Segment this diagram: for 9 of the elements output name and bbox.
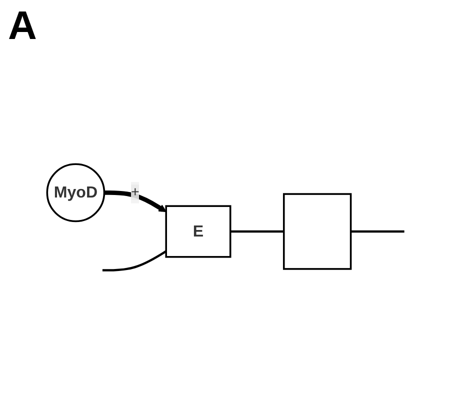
edge-label: + — [131, 184, 140, 200]
panel-label: A — [8, 4, 37, 49]
node-box — [282, 192, 352, 270]
connector — [230, 230, 284, 232]
arrow — [104, 190, 166, 212]
node-circle: MyoD — [46, 162, 106, 222]
connector — [102, 250, 167, 271]
node-box: E — [165, 204, 232, 258]
connector — [350, 230, 404, 232]
